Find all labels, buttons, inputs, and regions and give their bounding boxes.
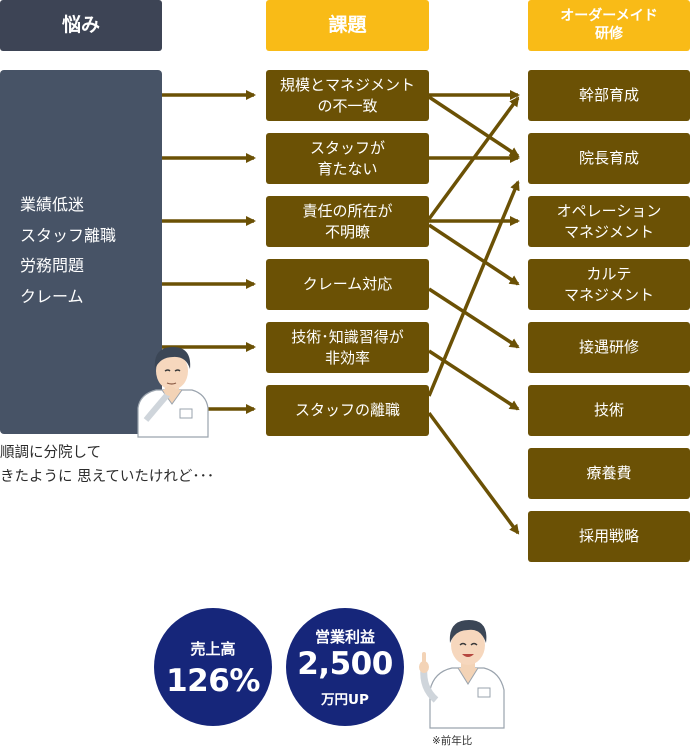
worries-panel xyxy=(0,70,162,434)
result-value: 2,500 xyxy=(297,646,393,682)
worries-list: 業績低迷 スタッフ離職 労務問題 クレーム xyxy=(20,190,116,312)
issue-box-complaint: クレーム対応 xyxy=(266,259,429,310)
issue-box-turnover: スタッフの離職 xyxy=(266,385,429,436)
footnote: ※前年比 xyxy=(432,735,473,747)
training-box-hospitality: 接遇研修 xyxy=(528,322,690,373)
issue-box-skill-learning: 技術･知識習得が 非効率 xyxy=(266,322,429,373)
worry-item: スタッフ離職 xyxy=(20,225,117,245)
result-label: 売上高 xyxy=(190,640,236,658)
worry-item: 労務問題 xyxy=(20,256,85,275)
training-box-director: 院長育成 xyxy=(528,133,690,184)
issue-box-scale-management: 規模とマネジメント の不一致 xyxy=(266,70,429,121)
training-box-operation: オペレーション マネジメント xyxy=(528,196,690,247)
arrow-issue4-hospitality xyxy=(428,287,520,349)
training-box-recruiting: 採用戦略 xyxy=(528,511,690,562)
header-training: オーダーメイド 研修 xyxy=(528,0,690,51)
header-issues: 課題 xyxy=(266,0,429,51)
arrow-issue6-director xyxy=(427,180,520,397)
result-value: 126% xyxy=(166,663,260,699)
arrow-issue3-executive xyxy=(427,96,520,221)
result-badge-sales: 売上高 126% xyxy=(154,608,272,726)
training-box-technique: 技術 xyxy=(528,385,690,436)
header-worries: 悩み xyxy=(0,0,162,51)
issue-box-responsibility: 責任の所在が 不明瞭 xyxy=(266,196,429,247)
arrow-issue6-recruiting xyxy=(427,411,520,535)
worried-staff-illustration xyxy=(137,347,209,438)
arrow-issue3-chart xyxy=(428,223,520,286)
issue-box-staff-growth: スタッフが 育たない xyxy=(266,133,429,184)
result-badge-profit: 営業利益 2,500 万円UP xyxy=(286,608,404,726)
result-label: 営業利益 xyxy=(314,628,375,646)
arrow-issue1-director xyxy=(428,95,520,158)
caption-text: 順調に分院して きたように 思えていたけれど･･･ xyxy=(0,445,215,485)
worry-item: クレーム xyxy=(20,286,84,306)
training-box-chart: カルテ マネジメント xyxy=(528,259,690,310)
result-unit: 万円UP xyxy=(321,692,369,708)
training-box-executive: 幹部育成 xyxy=(528,70,690,121)
training-box-medical-fee: 療養費 xyxy=(528,448,690,499)
happy-staff-illustration xyxy=(419,620,505,729)
worry-item: 業績低迷 xyxy=(20,195,85,214)
